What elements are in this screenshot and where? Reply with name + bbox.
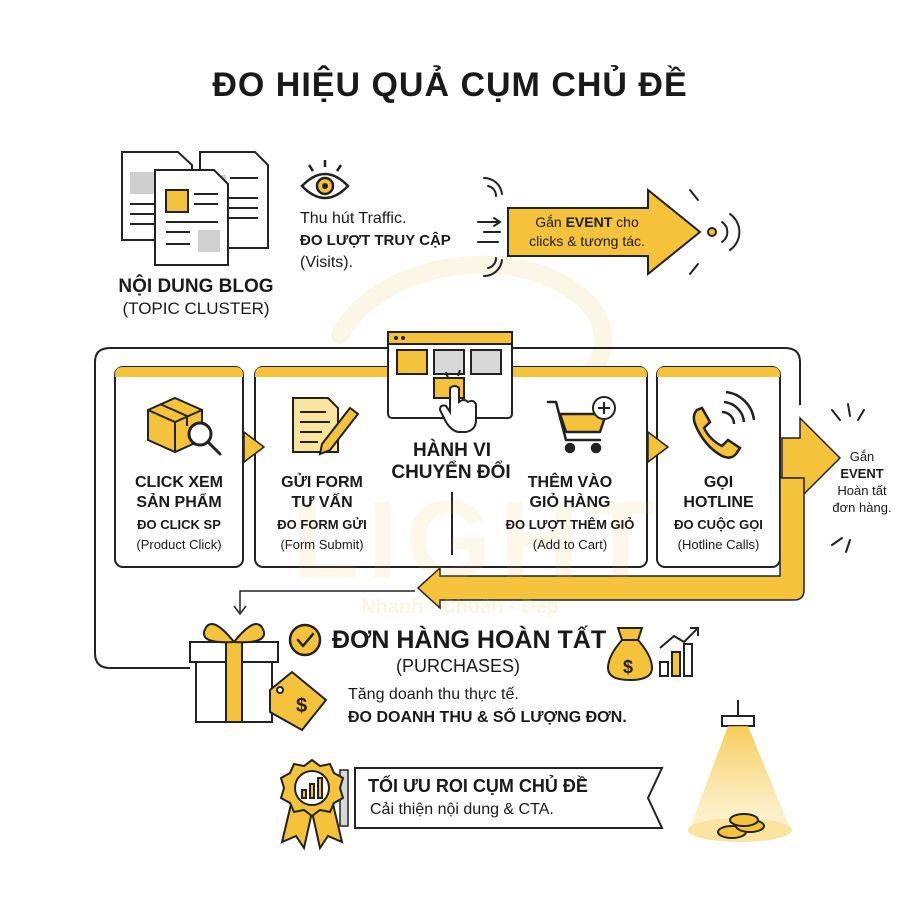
motion-lines (477, 217, 502, 243)
side-event-line-1: Gắn (849, 449, 875, 464)
step-2-title-1: GỬI FORM (281, 474, 363, 491)
side-event-line-3: Hoàn tất (837, 483, 887, 498)
card-hotline (656, 366, 781, 568)
blog-sublabel: (TOPIC CLUSTER) (122, 299, 270, 318)
step-1-title-1: CLICK XEM (135, 474, 223, 491)
signal-waves (483, 176, 741, 278)
step-1-note: (Product Click) (136, 537, 222, 552)
center-label-line-2: CHUYỂN ĐỔI (391, 462, 511, 483)
step-2-title-2: TƯ VẤN (291, 494, 353, 511)
purchase-subtitle: (PURCHASES) (396, 656, 521, 676)
step-4-metric: ĐO CUỘC GỌI (674, 517, 763, 532)
event-arrow-post: cho (612, 214, 639, 230)
step-3-title-2: GIỎ HÀNG (529, 494, 611, 511)
traffic-line-1: Thu hút Traffic. (300, 210, 407, 227)
step-3-note: (Add to Cart) (532, 537, 608, 552)
event-arrow-pre: Gắn (535, 214, 566, 230)
page-title: ĐO HIỆU QUẢ CỤM CHỦ ĐỀ (212, 66, 688, 104)
step-3-title-1: THÊM VÀO (527, 474, 613, 491)
side-event-line-2: EVENT (840, 466, 884, 481)
step-2-note: (Form Submit) (280, 537, 364, 552)
event-arrow-label: Gắn EVENT cho (512, 214, 662, 230)
step-4-note: (Hotline Calls) (677, 537, 760, 552)
event-arrow-line-2: clicks & tương tác. (529, 233, 645, 249)
watermark-brand: LIGHT (292, 479, 662, 602)
svg-text:$: $ (296, 695, 307, 717)
step-1-metric: ĐO CLICK SP (137, 517, 221, 532)
return-flow-arrow (416, 416, 842, 610)
event-arrow-shape (507, 187, 702, 277)
outer-loop-line (94, 347, 801, 669)
watermark-slogan: Nhanh - Chuẩn - Đẹp (361, 596, 559, 618)
side-event-line-4: đơn hàng. (832, 500, 892, 515)
step-3-metric: ĐO LƯỢT THÊM GIỎ (505, 517, 635, 532)
event-arrow-bold: EVENT (565, 214, 613, 230)
blog-label: NỘI DUNG BLOG (118, 276, 274, 297)
chevron-arrow-icon (243, 430, 266, 464)
step-4-title-2: HOTLINE (683, 494, 754, 511)
roi-subtitle: Cải thiện nội dung & CTA. (370, 801, 554, 818)
chevron-arrow-icon (647, 430, 670, 464)
purchase-title: ĐƠN HÀNG HOÀN TẤT (332, 626, 607, 654)
roi-title: TỐI ƯU ROI CỤM CHỦ ĐỀ (368, 776, 588, 796)
step-1-title-2: SẢN PHẨM (136, 494, 222, 511)
center-label-line-1: HÀNH VI (412, 440, 492, 461)
burst-lines (831, 403, 865, 553)
step-2-metric: ĐO FORM GỬI (277, 517, 367, 532)
svg-text:$: $ (623, 657, 633, 677)
purchase-line-1: Tăng doanh thu thực tế. (348, 686, 519, 703)
purchase-line-2: ĐO DOANH THU & SỐ LƯỢNG ĐƠN. (348, 709, 627, 726)
traffic-line-2: ĐO LƯỢT TRUY CẬP (300, 232, 451, 249)
step-4-title-1: GỌI (703, 474, 734, 491)
traffic-line-3: (Visits). (300, 254, 354, 271)
